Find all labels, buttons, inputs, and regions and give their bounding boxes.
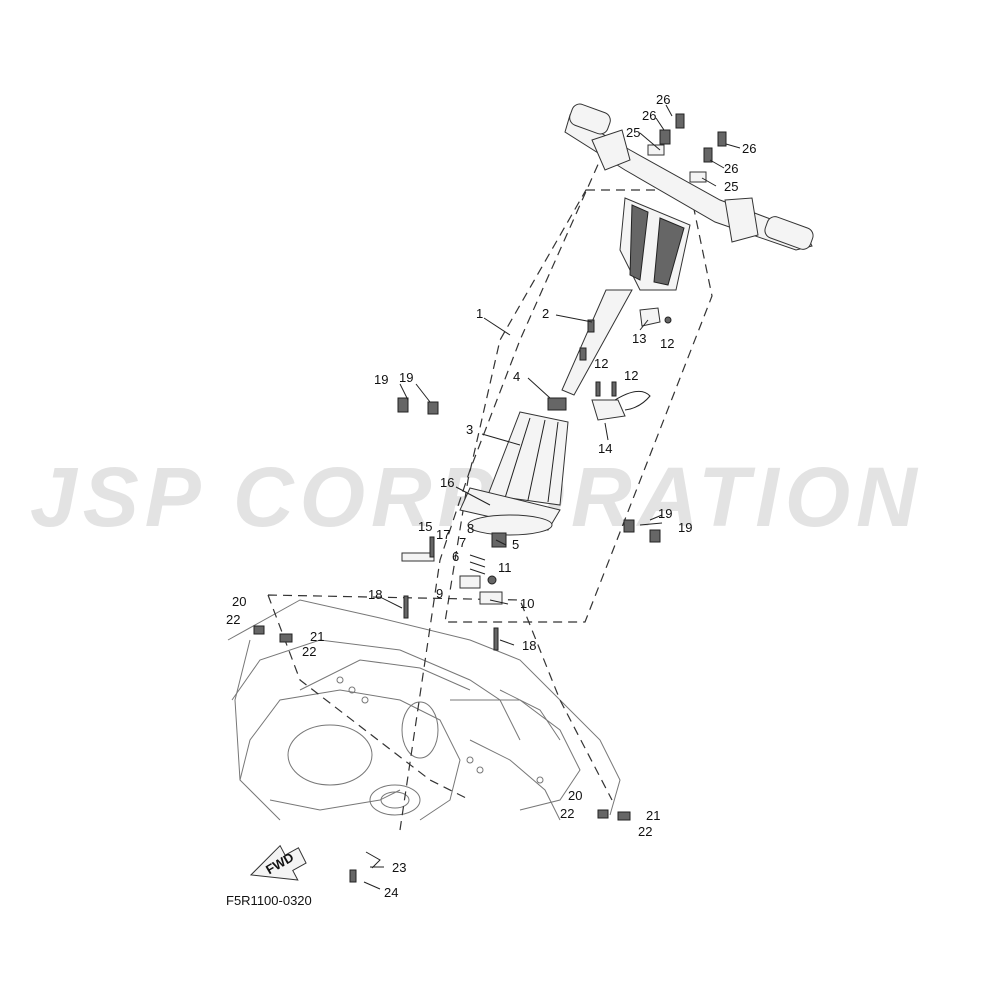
callout-25a: 25 bbox=[626, 125, 640, 140]
callout-22d: 22 bbox=[638, 824, 652, 839]
callout-13: 13 bbox=[632, 331, 646, 346]
callout-10: 10 bbox=[520, 596, 534, 611]
callout-16: 16 bbox=[440, 475, 454, 490]
steering-cover bbox=[459, 411, 569, 536]
leader-lines bbox=[363, 104, 741, 890]
fwd-arrow: FWD bbox=[249, 844, 307, 881]
handlebar bbox=[564, 103, 814, 251]
callout-19b: 19 bbox=[399, 370, 413, 385]
callout-9: 9 bbox=[436, 586, 443, 601]
callout-18b: 18 bbox=[522, 638, 536, 653]
callout-21b: 21 bbox=[646, 808, 660, 823]
callout-22c: 22 bbox=[560, 806, 574, 821]
callout-15: 15 bbox=[418, 519, 432, 534]
callout-6: 6 bbox=[452, 549, 459, 564]
callout-17: 17 bbox=[436, 527, 450, 542]
callout-25b: 25 bbox=[724, 179, 738, 194]
callout-26a: 26 bbox=[656, 92, 670, 107]
callout-26c: 26 bbox=[742, 141, 756, 156]
mounting-dash-outline bbox=[267, 594, 613, 801]
callout-26b: 26 bbox=[642, 108, 656, 123]
callout-19a: 19 bbox=[374, 372, 388, 387]
center-axis-line bbox=[399, 159, 601, 831]
callout-24: 24 bbox=[384, 885, 398, 900]
callout-22b: 22 bbox=[302, 644, 316, 659]
callout-11: 11 bbox=[498, 560, 512, 575]
callout-12a: 12 bbox=[594, 356, 608, 371]
callout-8: 8 bbox=[467, 521, 474, 536]
callout-2: 2 bbox=[542, 306, 549, 321]
callout-5: 5 bbox=[512, 537, 519, 552]
hull-outline bbox=[227, 599, 621, 821]
callout-3: 3 bbox=[466, 422, 473, 437]
callout-7: 7 bbox=[459, 535, 466, 550]
callout-18a: 18 bbox=[368, 587, 382, 602]
callout-20b: 20 bbox=[568, 788, 582, 803]
callout-26d: 26 bbox=[724, 161, 738, 176]
callout-19c: 19 bbox=[658, 506, 672, 521]
callout-12c: 12 bbox=[660, 336, 674, 351]
callout-4: 4 bbox=[513, 369, 520, 384]
callout-22a: 22 bbox=[226, 612, 240, 627]
callout-12b: 12 bbox=[624, 368, 638, 383]
callout-23: 23 bbox=[392, 860, 406, 875]
steering-column bbox=[561, 197, 691, 396]
callout-labels: 1 2 3 4 5 6 7 8 9 10 11 12 12 12 13 14 1… bbox=[226, 92, 756, 900]
small-parts bbox=[253, 113, 727, 883]
callout-14: 14 bbox=[598, 441, 612, 456]
callout-20a: 20 bbox=[232, 594, 246, 609]
diagram-code: F5R1100-0320 bbox=[226, 893, 312, 908]
callout-21a: 21 bbox=[310, 629, 324, 644]
callout-19d: 19 bbox=[678, 520, 692, 535]
callout-1: 1 bbox=[476, 306, 483, 321]
